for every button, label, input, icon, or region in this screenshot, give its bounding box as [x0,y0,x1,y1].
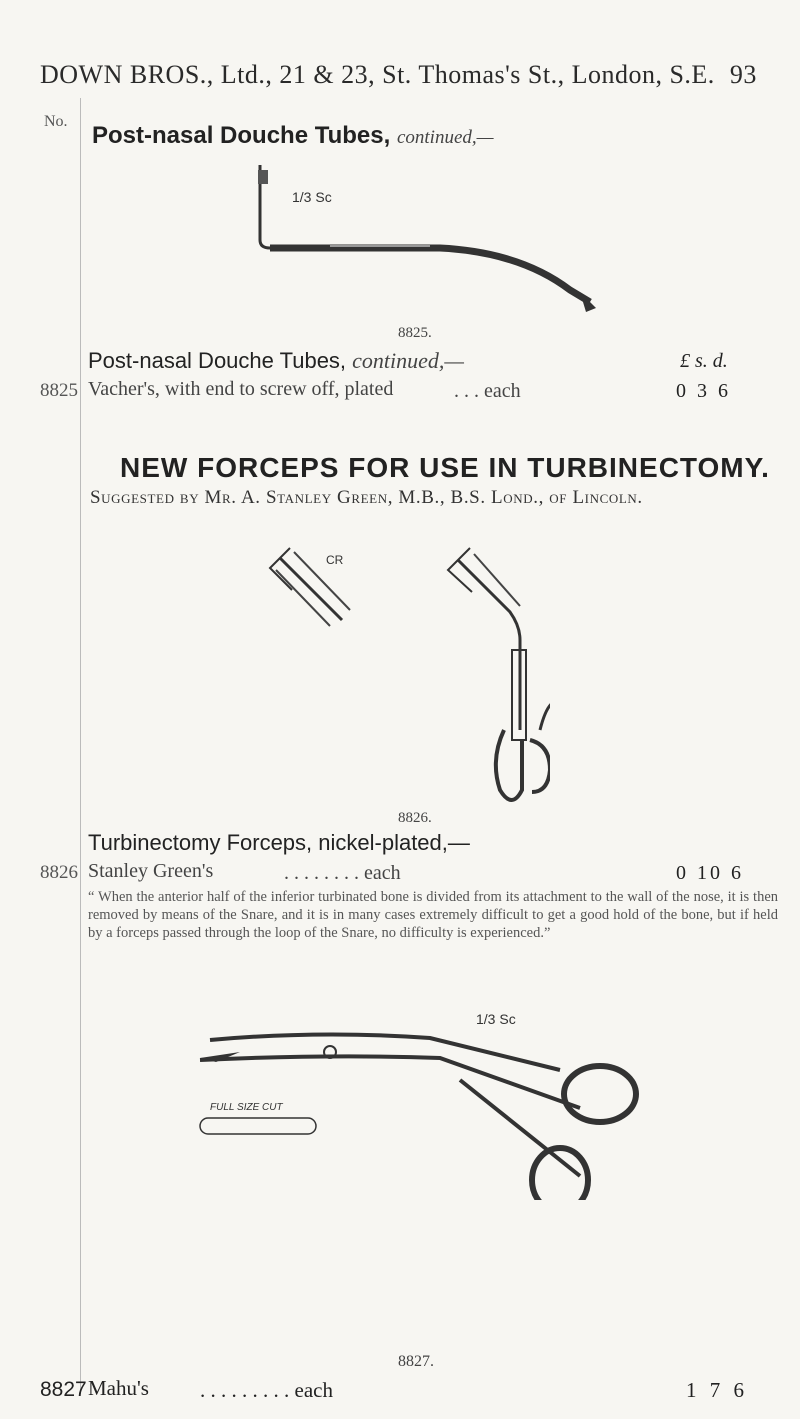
item-8825-heading-suffix: continued,— [352,348,464,373]
fig-8826-caption: 8826. [398,810,432,826]
item-8826-name: Stanley Green's [88,860,214,882]
new-forceps-title: NEW FORCEPS FOR USE IN TURBINECTOMY. [120,452,770,483]
turbinectomy-forceps-illustration: CR [268,547,550,802]
running-head: DOWN BROS., Ltd., 21 & 23, St. Thomas's … [40,60,757,90]
full-size-label: FULL SIZE CUT [210,1102,283,1113]
currency-header: £ s. d. [680,350,728,372]
section-title: Post-nasal Douche Tubes, continued,— [92,122,494,150]
running-head-text: DOWN BROS., Ltd., 21 & 23, St. Thomas's … [40,60,715,89]
item-8827-number: 8827 [40,1378,87,1401]
item-8825-price: 0 3 6 [676,380,731,402]
fig-8825-scale: 1/3 Sc [292,189,332,205]
douche-tube-illustration: 1/3 Sc [258,165,596,312]
page-number: 93 [729,60,757,89]
item-8825-heading: Post-nasal Douche Tubes, continued,— [88,348,464,374]
section-title-suffix: continued,— [396,127,494,148]
item-8826-quote: “ When the anterior half of the inferior… [88,889,778,941]
item-8825-name: Vacher's, with end to screw off, plated [88,378,394,400]
item-8827-name: Mahu's [88,1376,149,1400]
item-8826-leader: . . . . . . . . each [284,862,401,884]
tube-nozzle [258,170,268,184]
item-8825-number: 8825 [40,380,78,401]
fig-8825-caption: 8825. [398,325,432,341]
suggested-by: Suggested by Mr. A. Stanley Green, M.B.,… [90,487,643,508]
item-8825-leader: . . . each [454,380,521,402]
forceps-head-left [268,547,351,627]
svg-text:CR: CR [326,553,344,567]
finger-ring-upper [561,1063,639,1125]
item-8827-leader: . . . . . . . . . each [200,1378,333,1402]
column-rule [80,98,81,1394]
item-8826-heading: Turbinectomy Forceps, nickel-plated,— [88,830,470,855]
item-8827-price: 1 7 6 [686,1378,748,1402]
fig-8827-scale: 1/3 Sc [476,1011,516,1027]
finger-ring-lower [529,1145,591,1200]
item-8826-price: 0 10 6 [676,862,744,884]
forceps-long-right [446,547,550,802]
full-size-cut-outline [199,1117,317,1135]
item-8826-number: 8826 [40,862,78,883]
tube-end-cap [580,292,596,312]
item-8825-heading-text: Post-nasal Douche Tubes, [88,348,347,373]
section-title-text: Post-nasal Douche Tubes, [92,122,391,149]
mahu-forceps-illustration: 1/3 Sc FULL SIZE CUT [199,1011,639,1200]
fig-8827-caption: 8827. [398,1353,434,1370]
column-label: No. [44,113,68,130]
